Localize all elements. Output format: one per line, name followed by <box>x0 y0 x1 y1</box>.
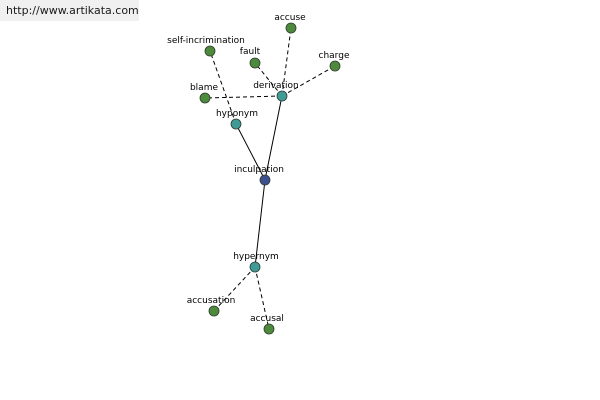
node-accusal[interactable] <box>263 323 275 335</box>
edge-hypernym-accusation <box>213 266 256 312</box>
node-derivation[interactable] <box>276 90 288 102</box>
node-hypernym[interactable] <box>249 261 261 273</box>
edge-hypernym-accusal <box>254 266 270 330</box>
label-derivation: derivation <box>253 81 299 91</box>
edge-inculpation-hyponym <box>235 123 266 181</box>
node-fault[interactable] <box>249 57 261 69</box>
edge-derivation-accuse <box>281 27 292 97</box>
edge-derivation-charge <box>281 65 336 97</box>
edge-hyponym-self-incrimination <box>209 50 237 125</box>
label-accusation: accusation <box>187 296 236 306</box>
edge-inculpation-derivation <box>264 95 283 181</box>
label-accuse: accuse <box>274 13 306 23</box>
graph-nodes <box>199 22 341 335</box>
label-charge: charge <box>319 51 350 61</box>
label-self-incrimination: self-incrimination <box>167 36 245 46</box>
node-accusation[interactable] <box>208 305 220 317</box>
graph-edges <box>204 27 336 330</box>
label-hyponym: hyponym <box>216 109 258 119</box>
node-blame[interactable] <box>199 92 211 104</box>
label-accusal: accusal <box>250 314 284 324</box>
node-inculpation[interactable] <box>259 174 271 186</box>
graph-labels: inculpation hyponym derivation hypernym self… <box>167 13 350 324</box>
node-self-incrimination[interactable] <box>204 45 216 57</box>
edge-derivation-blame <box>204 95 283 99</box>
node-charge[interactable] <box>329 60 341 72</box>
edge-inculpation-hypernym <box>254 179 266 268</box>
label-fault: fault <box>240 47 261 57</box>
label-blame: blame <box>190 83 218 93</box>
site-link[interactable]: http://www.artikata.com <box>0 0 139 21</box>
node-hyponym[interactable] <box>230 118 242 130</box>
edge-derivation-fault <box>254 62 283 97</box>
label-hypernym: hypernym <box>233 252 279 262</box>
node-accuse[interactable] <box>285 22 297 34</box>
label-inculpation: inculpation <box>234 165 284 175</box>
